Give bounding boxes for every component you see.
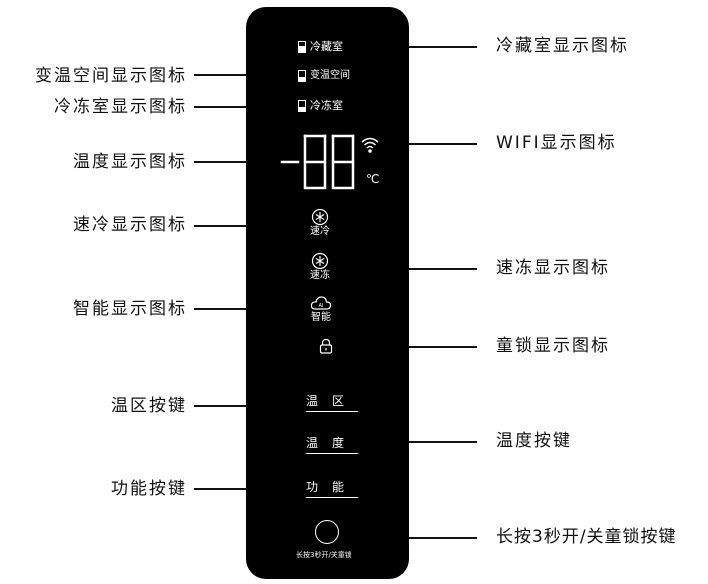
label-child-lock-icon: 童锁显示图标 bbox=[496, 336, 610, 356]
power-child-lock-label: 长按3秒开/关童锁 bbox=[296, 551, 352, 559]
smart-icon: AI bbox=[310, 296, 332, 310]
leader-function-button bbox=[194, 488, 254, 490]
freezer-indicator-label: 冷冻室 bbox=[310, 99, 343, 112]
label-zone-button: 温区按键 bbox=[111, 396, 187, 416]
temperature-unit: ℃ bbox=[366, 172, 380, 186]
leader-freezer bbox=[194, 106, 250, 108]
fridge-indicator: 冷藏室 bbox=[298, 40, 343, 54]
label-smart-icon: 智能显示图标 bbox=[73, 299, 187, 319]
power-child-lock-button[interactable] bbox=[315, 520, 339, 544]
freezer-compartment-icon bbox=[298, 100, 306, 112]
leader-temperature-button bbox=[404, 441, 477, 443]
lock-icon bbox=[319, 338, 333, 354]
freezer-indicator: 冷冻室 bbox=[298, 99, 343, 113]
label-convertible-icon: 变温空间显示图标 bbox=[35, 66, 187, 86]
label-wifi-icon: WIFI显示图标 bbox=[496, 133, 617, 153]
label-fast-freeze-icon: 速冻显示图标 bbox=[496, 258, 610, 278]
leader-fast-cool bbox=[194, 225, 254, 227]
label-fast-cool-icon: 速冷显示图标 bbox=[73, 215, 187, 235]
temperature-button[interactable]: 温度 bbox=[306, 434, 359, 454]
temperature-display bbox=[280, 134, 379, 190]
label-temperature-display: 温度显示图标 bbox=[73, 152, 187, 172]
wifi-icon bbox=[361, 137, 379, 153]
leader-wifi bbox=[404, 143, 477, 145]
leader-power-button bbox=[404, 537, 477, 539]
label-function-button: 功能按键 bbox=[111, 479, 187, 499]
fast-freeze-indicator: 速冻 bbox=[310, 252, 330, 282]
svg-text:AI: AI bbox=[319, 303, 324, 309]
digit-1 bbox=[303, 134, 327, 190]
fridge-indicator-label: 冷藏室 bbox=[310, 40, 343, 53]
fast-cool-indicator: 速冷 bbox=[310, 208, 330, 238]
function-button[interactable]: 功能 bbox=[306, 478, 359, 498]
control-panel bbox=[246, 7, 409, 579]
leader-fast-freeze bbox=[404, 268, 477, 270]
convertible-indicator: 变温空间 bbox=[298, 69, 350, 83]
fast-freeze-icon bbox=[311, 252, 329, 270]
fast-cool-icon bbox=[311, 208, 329, 226]
label-fridge-icon: 冷藏室显示图标 bbox=[496, 36, 629, 56]
leader-convertible bbox=[194, 74, 250, 76]
label-power-button: 长按3秒开/关童锁按键 bbox=[496, 527, 677, 547]
zone-button[interactable]: 温区 bbox=[306, 392, 359, 412]
convertible-compartment-icon bbox=[298, 70, 306, 82]
label-temperature-button: 温度按键 bbox=[496, 431, 572, 451]
smart-indicator: AI 智能 bbox=[310, 294, 332, 324]
leader-fridge bbox=[404, 46, 477, 48]
leader-smart bbox=[194, 308, 254, 310]
leader-temperature-display bbox=[194, 161, 254, 163]
fast-freeze-label: 速冻 bbox=[310, 270, 330, 281]
label-freezer-icon: 冷冻室显示图标 bbox=[54, 97, 187, 117]
fridge-compartment-icon bbox=[298, 41, 306, 53]
smart-label: 智能 bbox=[311, 312, 331, 323]
digit-2 bbox=[331, 134, 355, 190]
convertible-indicator-label: 变温空间 bbox=[310, 70, 350, 81]
fast-cool-label: 速冷 bbox=[310, 226, 330, 237]
leader-child-lock bbox=[404, 346, 477, 348]
leader-zone-button bbox=[194, 405, 254, 407]
